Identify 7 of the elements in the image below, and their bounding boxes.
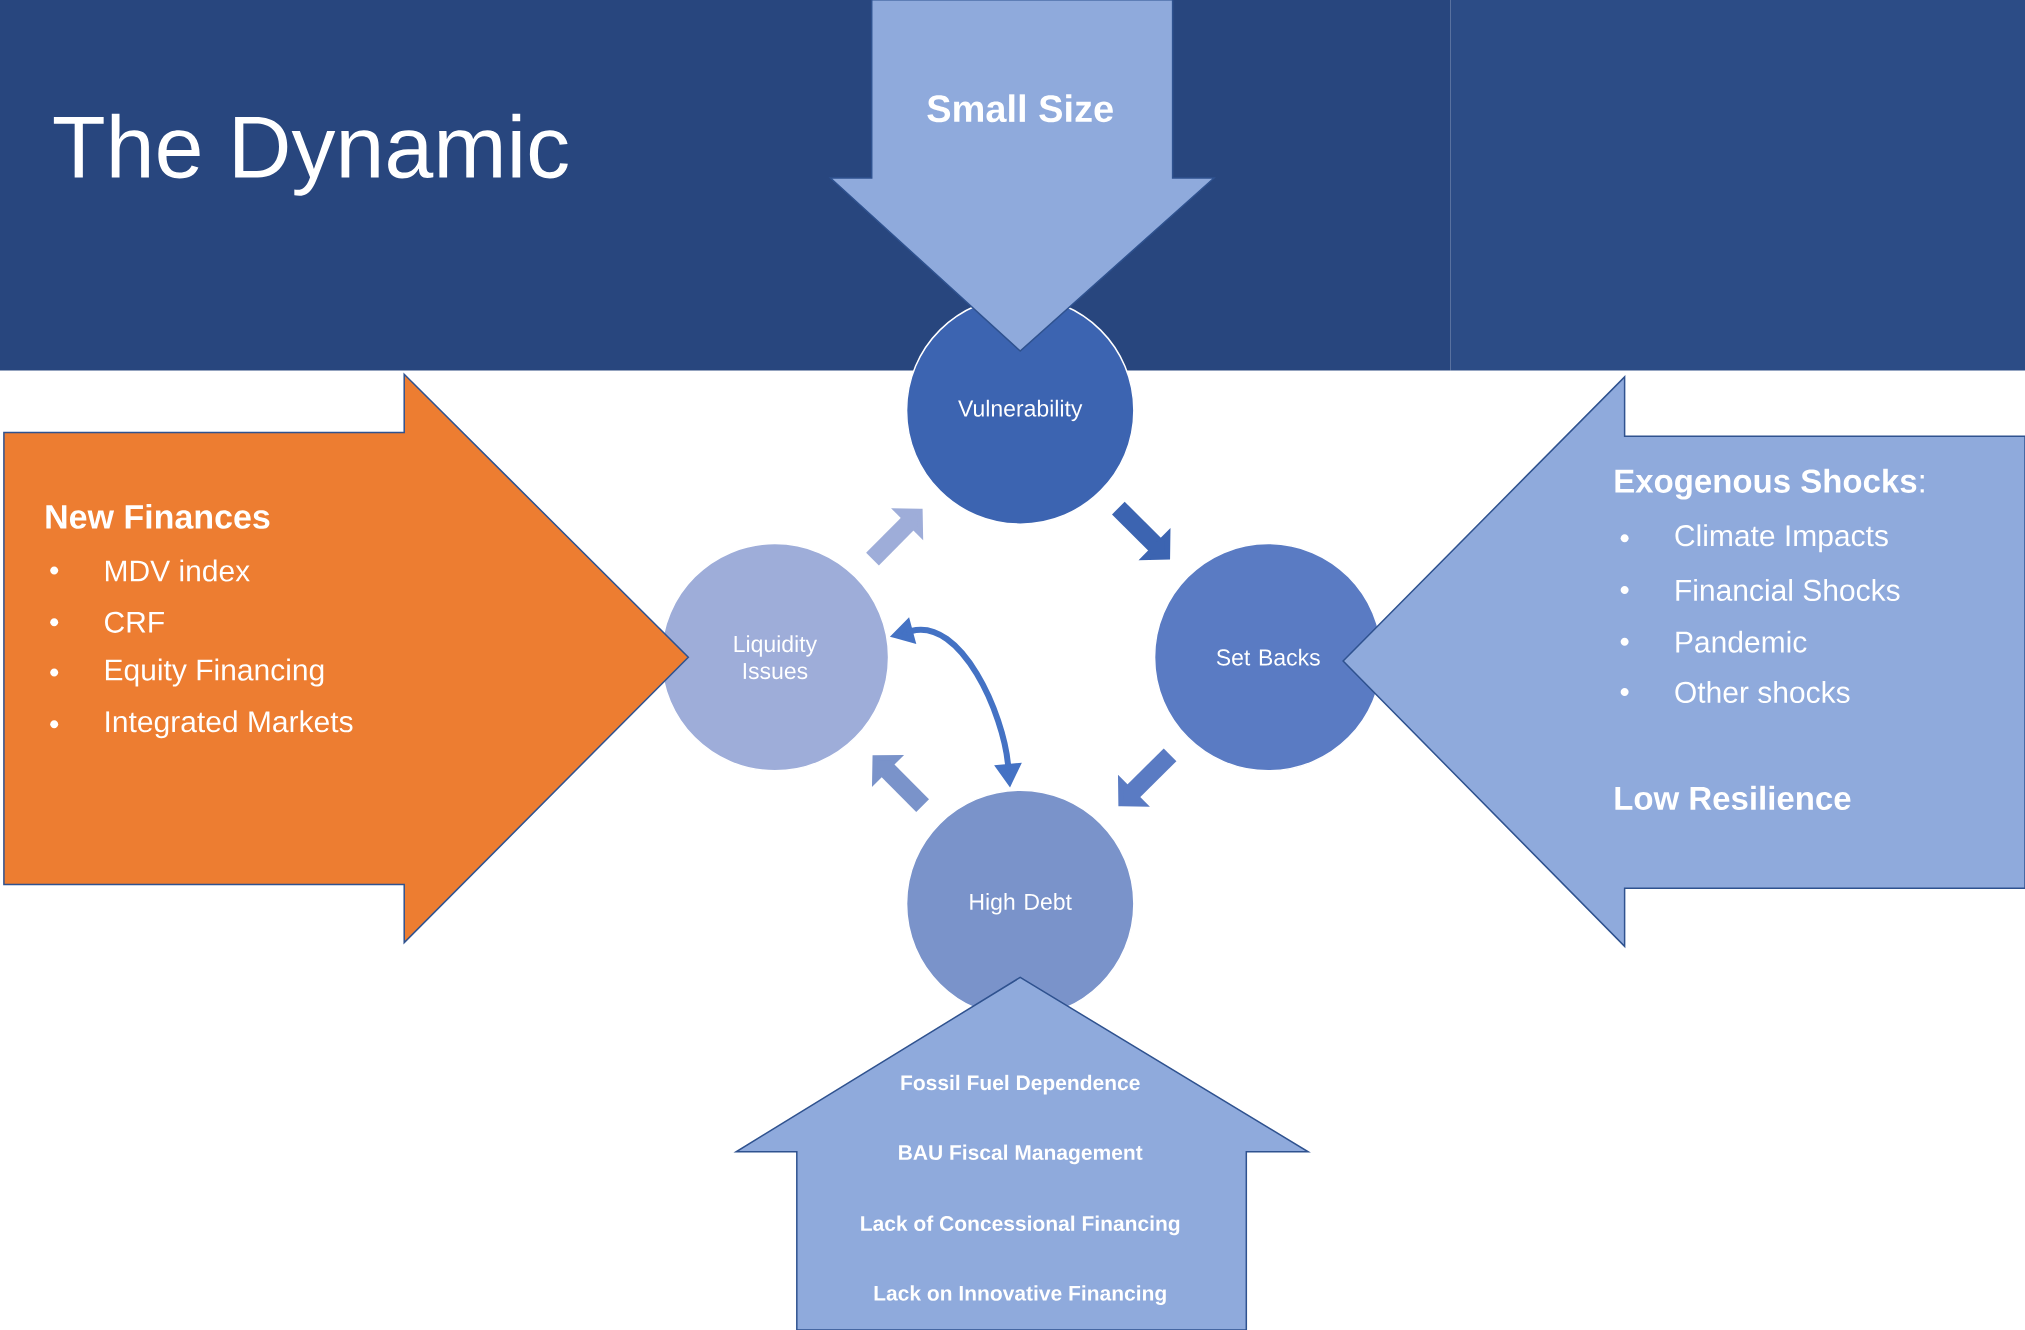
circle-node: Vulnerability xyxy=(905,296,1135,525)
arrow xyxy=(866,508,924,566)
circle-node: Liquidity Issues xyxy=(660,542,890,772)
title: The Dynamic xyxy=(53,113,568,196)
circle-node: Set Backs xyxy=(1153,542,1383,772)
circle-node: High Debt xyxy=(905,789,1135,1019)
arrow xyxy=(1118,748,1177,807)
